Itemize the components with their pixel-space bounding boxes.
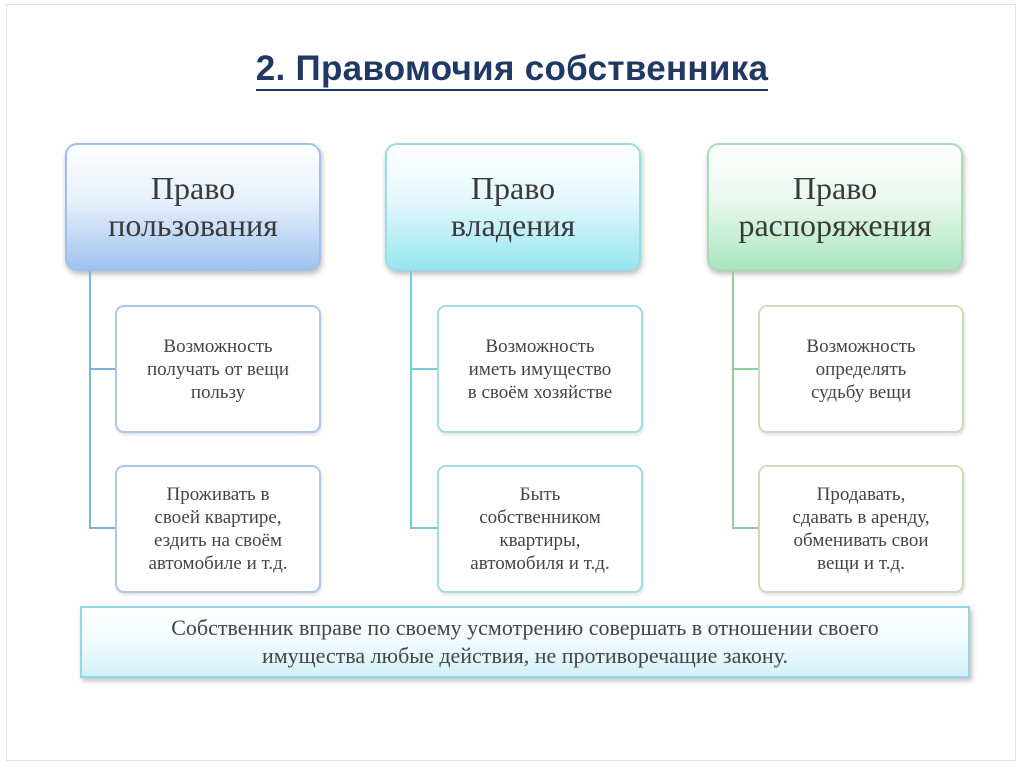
summary-note: Собственник вправе по своему усмотрению … xyxy=(80,606,970,678)
connector-usage-vertical xyxy=(89,271,91,528)
connector-usage-branch-2 xyxy=(89,527,115,529)
connector-usage-branch-1 xyxy=(89,368,115,370)
connector-disposal-branch-1 xyxy=(732,368,758,370)
connector-possession-branch-1 xyxy=(410,368,437,370)
card-disposal-example: Продавать,сдавать в аренду,обменивать св… xyxy=(758,465,964,593)
connector-possession-branch-2 xyxy=(410,527,437,529)
connector-disposal-branch-2 xyxy=(732,527,758,529)
slide-frame xyxy=(6,4,1016,761)
connector-possession-vertical xyxy=(410,271,412,528)
connector-disposal-vertical xyxy=(732,271,734,528)
slide-title: 2. Правомочия собственника xyxy=(0,49,1024,91)
